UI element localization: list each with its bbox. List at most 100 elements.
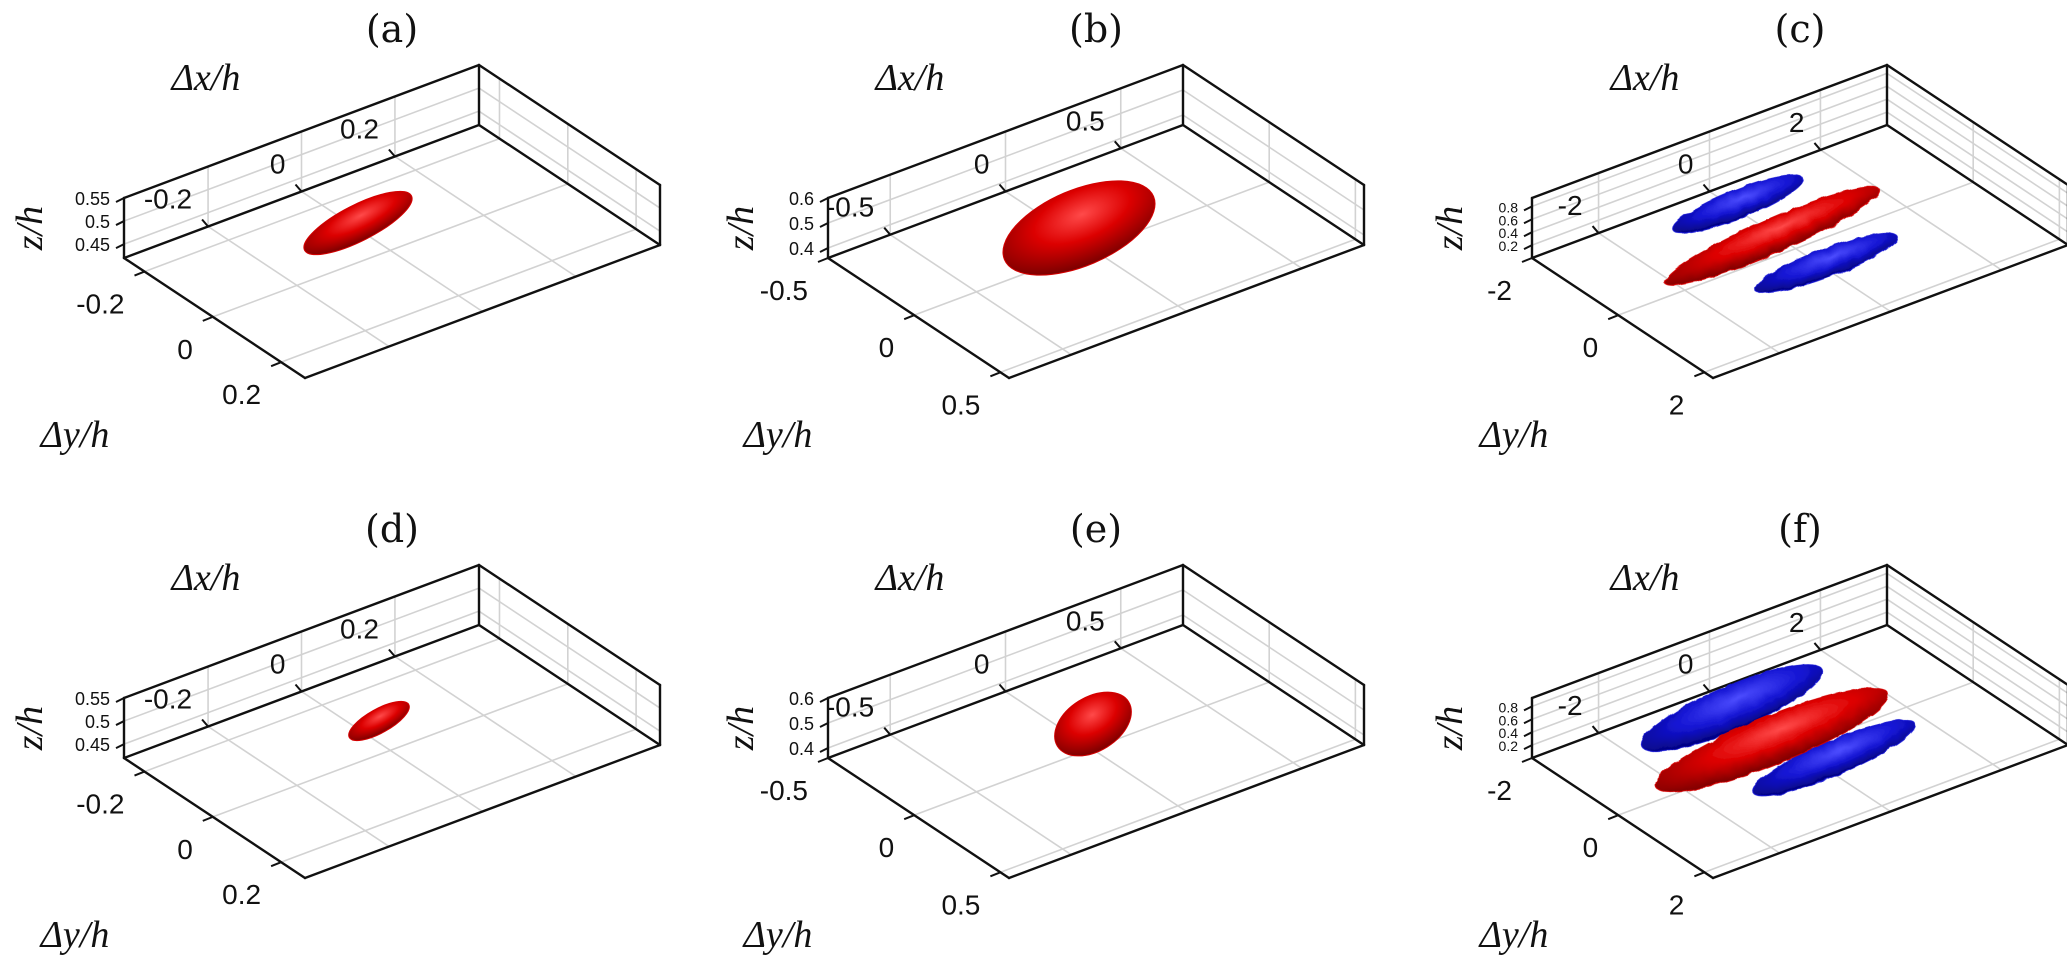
x-tick-label: 0: [974, 649, 990, 680]
y-tick-label: 0: [1583, 832, 1599, 863]
z-tick-label: 0.5: [85, 212, 110, 232]
x-axis-label: Δx/h: [874, 57, 945, 99]
floor-gridline-y: [1704, 738, 2060, 874]
y-tick-label: 0: [879, 332, 895, 363]
z-axis-label: z/h: [720, 706, 762, 751]
y-tick-label: -2: [1487, 775, 1512, 806]
y-tick-mark: [202, 315, 214, 322]
axis-box-edge: [1181, 623, 1366, 747]
axis-box-edge: [1530, 63, 1889, 200]
y-tick-mark: [1694, 871, 1705, 878]
z-tick-label: 0.4: [789, 739, 814, 759]
side-wall-gridline-z: [1886, 598, 2067, 720]
y-tick-mark: [1521, 257, 1533, 263]
z-tick-label: 0.2: [1499, 238, 1519, 254]
back-wall-gridline-z: [827, 614, 1184, 749]
floor-gridline-x: [1819, 649, 2002, 771]
axis-box-edge: [1530, 256, 1715, 380]
negative-isosurface: [1752, 719, 1916, 797]
z-tick-mark: [115, 243, 125, 250]
axis-box-edge: [122, 256, 307, 380]
x-tick-mark: [883, 727, 891, 736]
z-tick-mark: [819, 222, 829, 228]
side-wall-gridline-z: [1182, 614, 1365, 736]
y-tick-label: -0.2: [76, 789, 124, 820]
z-tick-mark: [819, 722, 829, 728]
back-wall-gridline-z: [1531, 598, 1888, 733]
x-tick-mark: [1813, 142, 1822, 151]
z-tick-label: 0.6: [1499, 712, 1519, 728]
z-tick-label: 0.5: [789, 714, 814, 734]
axis-box-edge: [1530, 756, 1715, 880]
y-tick-mark: [1521, 757, 1533, 763]
negative-isosurface: [1672, 174, 1804, 234]
z-tick-mark: [1523, 744, 1533, 750]
z-tick-label: 0.45: [75, 735, 110, 755]
back-wall-gridline-z: [123, 610, 480, 745]
z-tick-label: 0.5: [85, 712, 110, 732]
x-tick-label: -2: [1558, 690, 1583, 721]
x-axis-label: Δx/h: [1609, 57, 1680, 99]
z-tick-mark: [1523, 705, 1533, 712]
z-tick-mark: [1523, 244, 1533, 250]
z-tick-label: 0.4: [1499, 225, 1519, 241]
z-axis-label: z/h: [9, 206, 51, 251]
x-tick-label: 0: [270, 149, 286, 180]
z-tick-mark: [1523, 731, 1533, 738]
z-tick-label: 0.5: [789, 214, 814, 234]
x-tick-label: 0.5: [1066, 105, 1105, 136]
z-axis-label: z/h: [720, 206, 762, 251]
axis-box-edge: [826, 756, 1011, 880]
x-tick-mark: [1813, 642, 1822, 651]
z-axis-label: z/h: [1429, 206, 1471, 251]
y-tick-label: 0: [177, 334, 193, 365]
y-axis-label: Δy/h: [1478, 914, 1549, 956]
floor-gridline-y: [1000, 238, 1356, 374]
panel-title: (b): [1069, 7, 1123, 51]
side-wall-gridline-z: [478, 87, 661, 209]
floor-gridline-y: [144, 637, 500, 773]
floor-gridline-x: [394, 155, 577, 278]
x-axis-label: Δx/h: [170, 557, 241, 599]
y-tick-label: -0.2: [76, 289, 124, 320]
y-tick-label: -0.5: [760, 775, 808, 806]
y-tick-label: 2: [1669, 389, 1685, 420]
panel-title: (a): [366, 7, 418, 51]
z-axis-label: z/h: [9, 706, 51, 751]
z-axis-label: z/h: [1429, 706, 1471, 751]
side-wall-gridline-z: [1886, 111, 2067, 233]
x-tick-label: 0: [1678, 649, 1694, 680]
z-tick-label: 0.4: [789, 239, 814, 259]
axis-box-edge: [1885, 623, 2067, 746]
y-axis-label: Δy/h: [742, 914, 813, 956]
side-wall-gridline-z: [478, 110, 661, 232]
axis-box-edge: [1530, 563, 1889, 700]
back-wall-gridline-z: [827, 589, 1184, 724]
back-wall-gridline-z: [1531, 585, 1888, 721]
back-wall-gridline-z: [827, 89, 1184, 224]
z-tick-label: 0.6: [789, 189, 814, 209]
panel-d: -0.200.2-0.200.20.450.50.55(d)Δx/hΔy/hz/…: [9, 507, 662, 956]
y-tick-mark: [134, 770, 145, 777]
back-wall-gridline-z: [1531, 572, 1888, 708]
z-tick-label: 0.8: [1499, 699, 1519, 715]
x-tick-mark: [1702, 183, 1711, 193]
axis-box-edge: [1007, 243, 1366, 380]
panel-title: (c): [1775, 7, 1826, 51]
axis-box-edge: [477, 123, 662, 247]
back-wall-gridline-z: [1531, 111, 1888, 246]
z-tick-mark: [115, 720, 125, 726]
panel-a: -0.200.2-0.200.20.450.50.55(a)Δx/hΔy/hz/…: [9, 7, 662, 456]
floor-gridline-x: [207, 725, 390, 848]
y-axis-label: Δy/h: [1478, 414, 1549, 456]
x-tick-mark: [201, 218, 209, 228]
y-tick-label: 0: [1583, 332, 1599, 363]
x-tick-label: -2: [1558, 190, 1583, 221]
floor-gridline-x: [1120, 147, 1303, 269]
floor-gridline-x: [889, 234, 1072, 356]
x-tick-mark: [998, 183, 1007, 193]
back-wall-gridline-z: [123, 587, 480, 722]
z-tick-mark: [115, 220, 125, 226]
